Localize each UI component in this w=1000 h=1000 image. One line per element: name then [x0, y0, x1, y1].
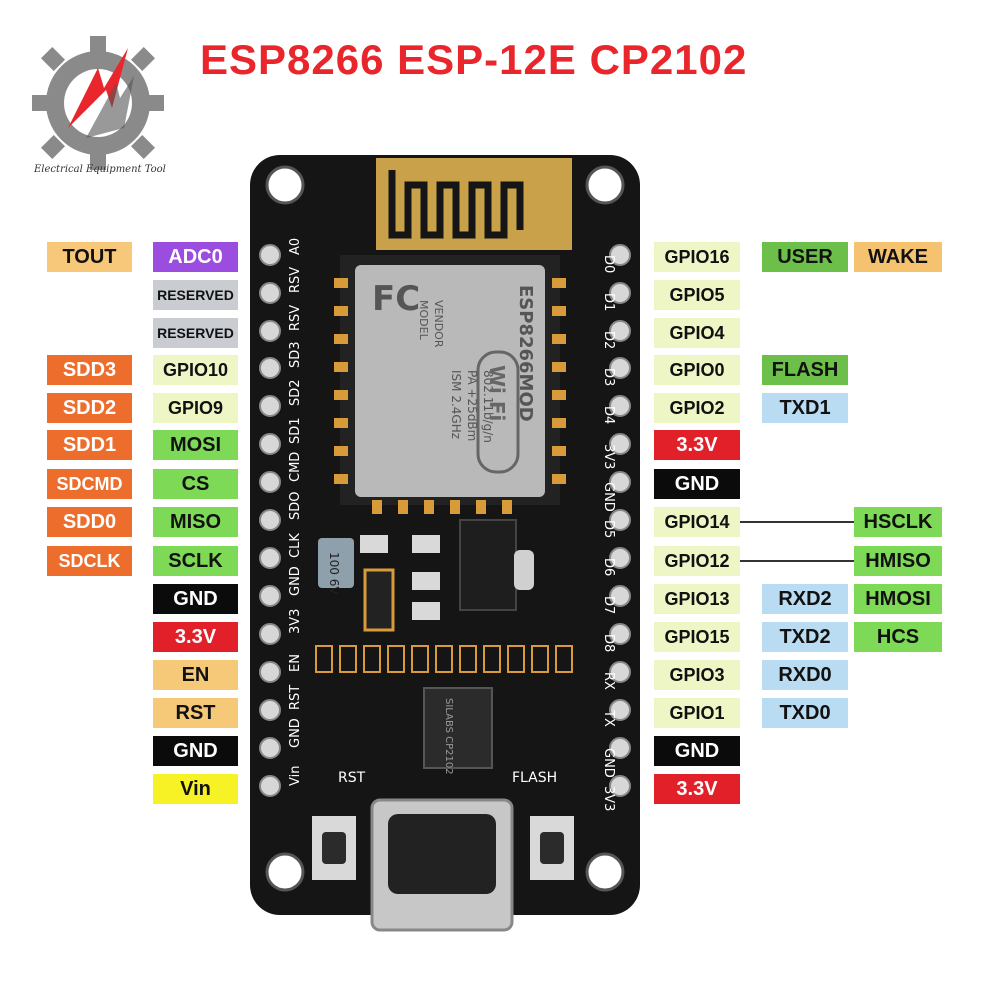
label-flash: FLASH — [762, 355, 848, 385]
label-gpio2: GPIO2 — [654, 393, 740, 423]
svg-text:RSV: RSV — [288, 305, 303, 331]
label-tout: TOUT — [47, 242, 132, 272]
svg-text:D7: D7 — [601, 596, 616, 614]
usb-chip-label: SILABS CP2102 — [443, 698, 454, 775]
svg-text:SD1: SD1 — [288, 417, 303, 444]
svg-text:RST: RST — [288, 685, 303, 710]
label-hcs: HCS — [854, 622, 942, 652]
svg-text:ISM 2.4GHz: ISM 2.4GHz — [449, 370, 463, 439]
label-sdd2: SDD2 — [47, 393, 132, 423]
label-sclk: SCLK — [153, 546, 238, 576]
label-rxd0: RXD0 — [762, 660, 848, 690]
label-gpio4: GPIO4 — [654, 318, 740, 348]
svg-text:SD2: SD2 — [288, 379, 303, 406]
svg-text:D1: D1 — [601, 293, 616, 311]
label-sdcmd: SDCMD — [47, 469, 132, 499]
svg-text:CMD: CMD — [288, 452, 303, 482]
svg-text:D6: D6 — [601, 558, 616, 576]
label-miso: MISO — [153, 507, 238, 537]
label-wake: WAKE — [854, 242, 942, 272]
svg-text:GND: GND — [288, 566, 303, 596]
label-3v3: 3.3V — [654, 774, 740, 804]
label-hsclk: HSCLK — [854, 507, 942, 537]
svg-text:TX: TX — [601, 709, 616, 727]
label-sdd3: SDD3 — [47, 355, 132, 385]
label-gpio3: GPIO3 — [654, 660, 740, 690]
label-reserved: RESERVED — [153, 318, 238, 348]
svg-text:RSV: RSV — [288, 267, 303, 293]
svg-text:EN: EN — [288, 654, 303, 672]
fcc-logo: FC — [372, 279, 420, 319]
wifi-badge: Wi Fi — [485, 365, 509, 421]
svg-text:GND: GND — [601, 748, 616, 778]
label-gpio13: GPIO13 — [654, 584, 740, 614]
label-en: EN — [153, 660, 238, 690]
label-3v3: 3.3V — [654, 430, 740, 460]
label-hmiso: HMISO — [854, 546, 942, 576]
module-label: ESP8266MOD — [515, 285, 536, 422]
label-gpio10: GPIO10 — [153, 355, 238, 385]
label-user: USER — [762, 242, 848, 272]
label-gpio15: GPIO15 — [654, 622, 740, 652]
svg-text:D5: D5 — [601, 520, 616, 538]
label-sdd1: SDD1 — [47, 430, 132, 460]
svg-text:3V3: 3V3 — [601, 786, 616, 811]
logo-caption: Electrical Equipment Tool — [34, 164, 166, 175]
svg-text:SDO: SDO — [288, 492, 303, 521]
svg-text:D4: D4 — [601, 406, 616, 424]
svg-text:D8: D8 — [601, 634, 616, 652]
label-vin: Vin — [153, 774, 238, 804]
capacitor-label: 100 6V — [327, 552, 341, 595]
label-gpio1: GPIO1 — [654, 698, 740, 728]
label-sdd0: SDD0 — [47, 507, 132, 537]
svg-text:SD3: SD3 — [288, 341, 303, 368]
label-gnd: GND — [654, 736, 740, 766]
label-gnd: GND — [654, 469, 740, 499]
connector-line — [740, 521, 854, 523]
label-txd1: TXD1 — [762, 393, 848, 423]
svg-text:3V3: 3V3 — [601, 444, 616, 469]
svg-text:GND: GND — [601, 482, 616, 512]
label-gnd: GND — [153, 736, 238, 766]
svg-text:D3: D3 — [601, 368, 616, 386]
label-rxd2: RXD2 — [762, 584, 848, 614]
label-adc0: ADC0 — [153, 242, 238, 272]
svg-text:3V3: 3V3 — [288, 609, 303, 634]
svg-text:MODEL: MODEL — [417, 300, 430, 341]
label-cs: CS — [153, 469, 238, 499]
label-reserved: RESERVED — [153, 280, 238, 310]
svg-text:D2: D2 — [601, 331, 616, 349]
svg-text:RX: RX — [601, 672, 616, 690]
label-sdclk: SDCLK — [47, 546, 132, 576]
label-mosi: MOSI — [153, 430, 238, 460]
label-gpio5: GPIO5 — [654, 280, 740, 310]
flash-silk: FLASH — [512, 770, 557, 786]
svg-text:VENDOR: VENDOR — [432, 300, 445, 348]
label-rst: RST — [153, 698, 238, 728]
label-txd0: TXD0 — [762, 698, 848, 728]
label-gpio9: GPIO9 — [153, 393, 238, 423]
label-gnd: GND — [153, 584, 238, 614]
label-hmosi: HMOSI — [854, 584, 942, 614]
label-txd2: TXD2 — [762, 622, 848, 652]
svg-text:GND: GND — [288, 718, 303, 748]
rst-silk: RST — [338, 770, 366, 786]
label-gpio14: GPIO14 — [654, 507, 740, 537]
svg-text:D0: D0 — [601, 255, 616, 273]
label-gpio12: GPIO12 — [654, 546, 740, 576]
svg-text:CLK: CLK — [288, 533, 303, 558]
svg-text:A0: A0 — [288, 238, 303, 255]
label-3v3: 3.3V — [153, 622, 238, 652]
svg-text:Vin: Vin — [288, 766, 303, 786]
page-title: ESP8266 ESP-12E CP2102 — [200, 36, 748, 83]
label-gpio0: GPIO0 — [654, 355, 740, 385]
svg-text:PA +25dBm: PA +25dBm — [465, 370, 479, 441]
label-gpio16: GPIO16 — [654, 242, 740, 272]
brand-logo — [32, 36, 164, 170]
connector-line — [740, 560, 854, 562]
svg-text:802.11b/g/n: 802.11b/g/n — [481, 370, 495, 443]
